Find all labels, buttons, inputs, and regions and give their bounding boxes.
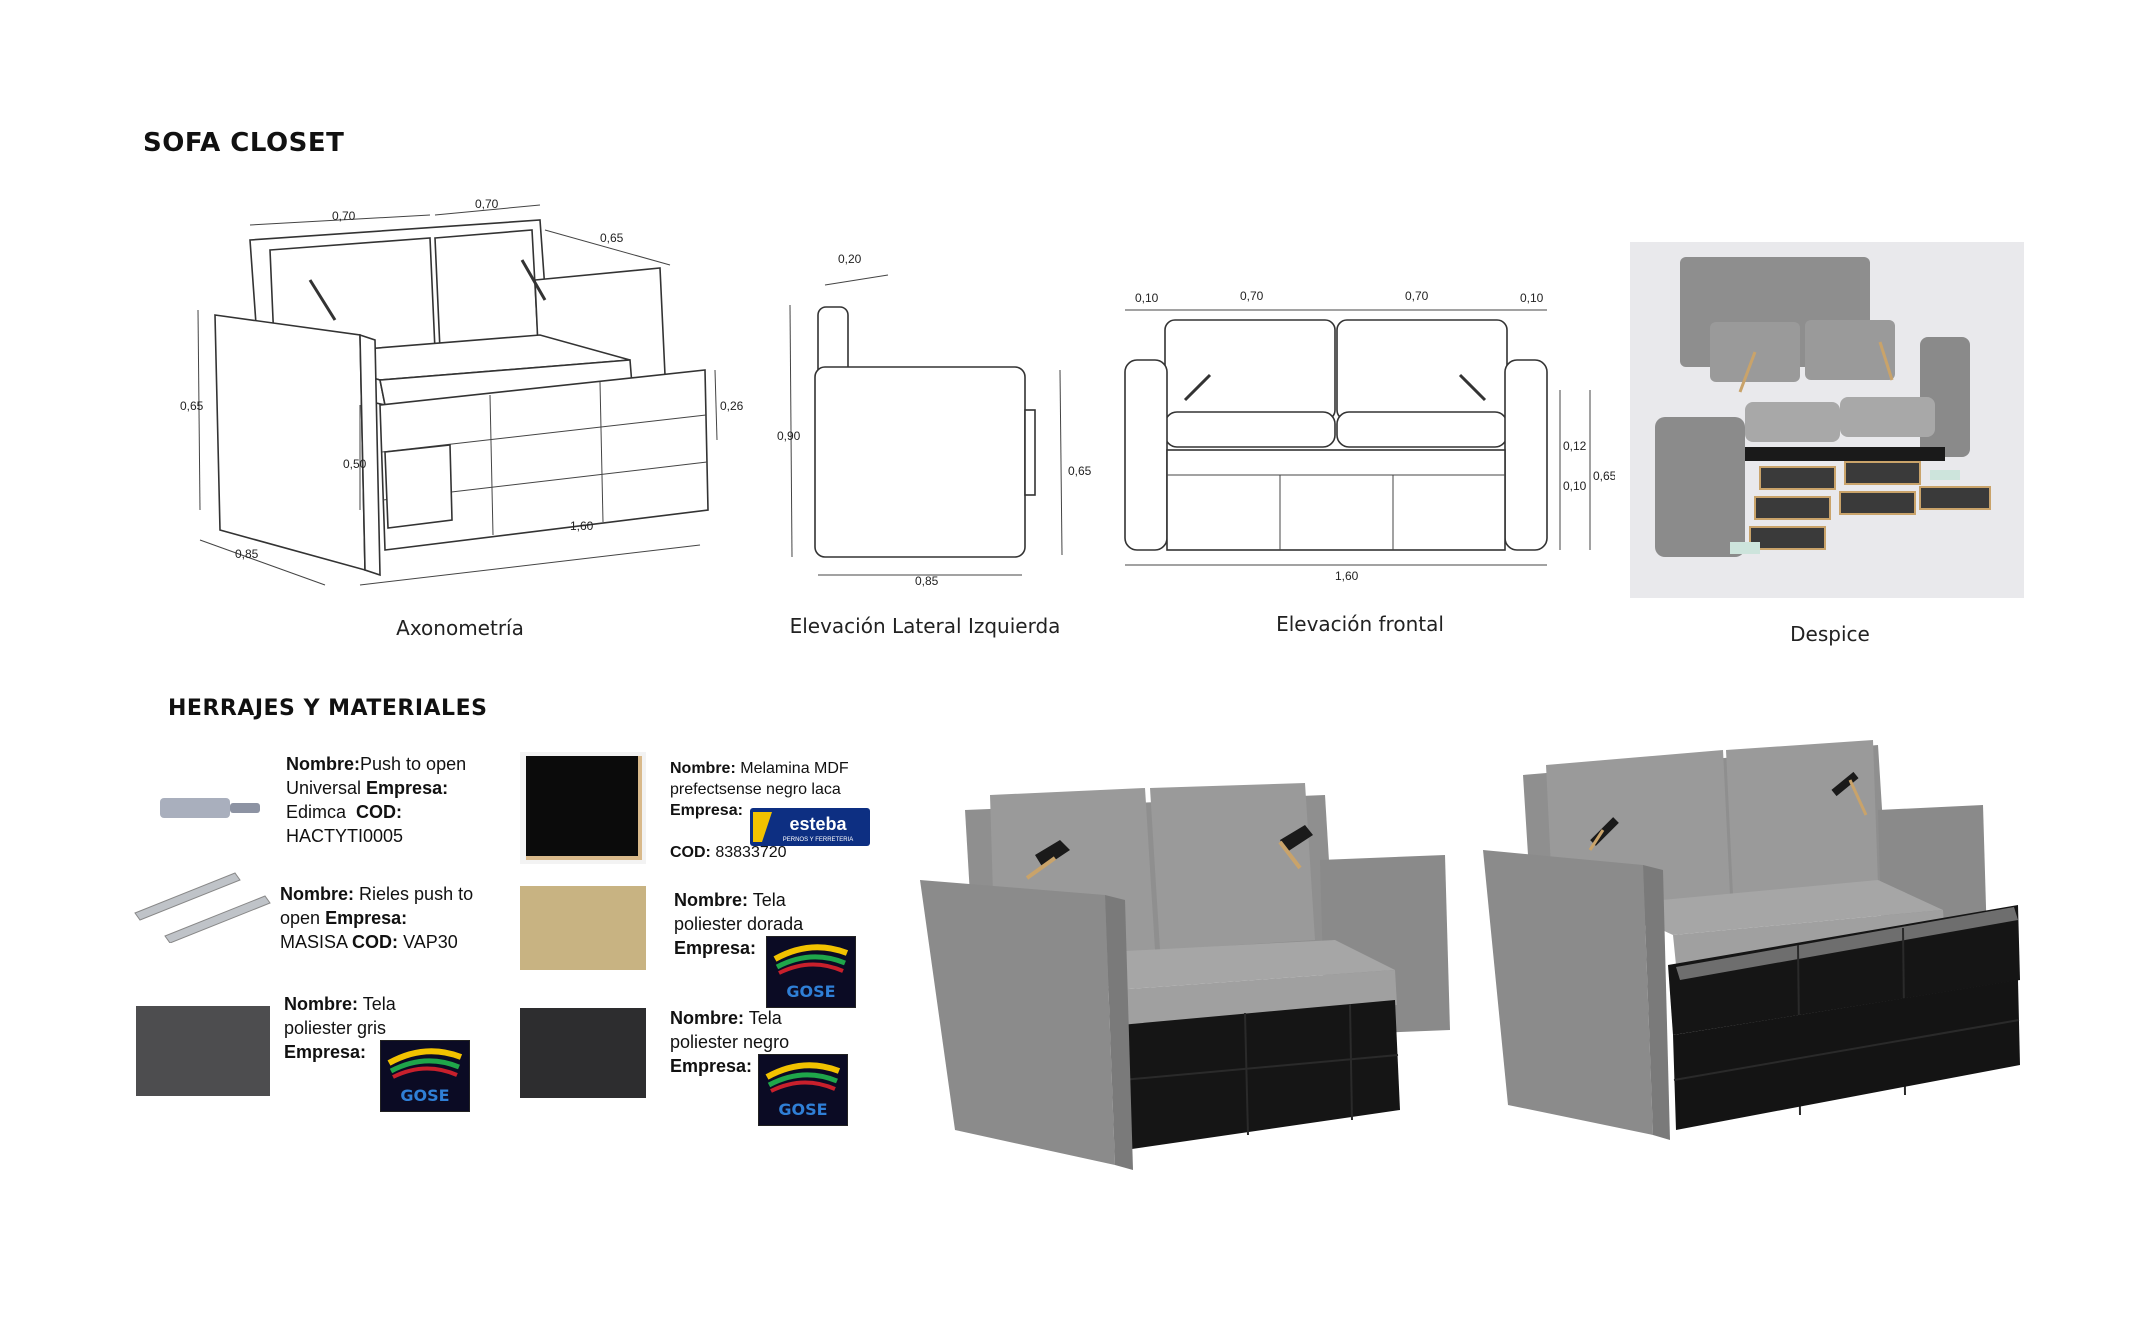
dim-010: 0,10 bbox=[1563, 479, 1587, 493]
gose-logo: GOSE bbox=[766, 936, 856, 1008]
sofa-render-open bbox=[1478, 735, 2038, 1155]
dim-height: 0,65 bbox=[1593, 469, 1615, 483]
melamine-board-image bbox=[520, 752, 646, 864]
dim-right-seat: 0,70 bbox=[1405, 289, 1429, 303]
front-elevation-drawing: 0,10 0,70 0,70 0,10 1,60 0,12 0,10 0,65 bbox=[1124, 289, 1615, 583]
caption-axonometria: Axonometría bbox=[396, 616, 524, 640]
dim-width-left: 0,70 bbox=[332, 209, 356, 223]
dim-left-arm: 0,10 bbox=[1135, 291, 1159, 305]
section-title-herrajes: HERRAJES Y MATERIALES bbox=[168, 696, 488, 721]
material-rieles: Nombre: Rieles push to open Empresa: MAS… bbox=[280, 884, 474, 952]
svg-text:GOSE: GOSE bbox=[786, 982, 835, 1001]
svg-text:GOSE: GOSE bbox=[400, 1086, 449, 1105]
svg-text:GOSE: GOSE bbox=[778, 1100, 827, 1119]
svg-text:PERNOS Y FERRETERIA: PERNOS Y FERRETERIA bbox=[783, 837, 853, 843]
material-push-to-open: Nombre:Push to open Universal Empresa: E… bbox=[286, 754, 467, 846]
side-elevation-drawing: 0,20 0,90 0,65 0,85 bbox=[777, 252, 1092, 588]
material-tela-dorada: Nombre: Tela poliester dorada Empresa: bbox=[674, 890, 804, 958]
dim-depth: 0,85 bbox=[915, 574, 939, 588]
dim-height: 0,90 bbox=[777, 429, 801, 443]
material-tela-negro: Nombre: Tela poliester negro Empresa: bbox=[670, 1008, 790, 1076]
dim-right-arm: 0,10 bbox=[1520, 291, 1544, 305]
dim-arm: 0,65 bbox=[600, 231, 624, 245]
axonometric-drawing: 0,70 0,70 0,65 0,65 0,85 0,50 0,26 1,60 bbox=[180, 197, 744, 586]
material-tela-gris: Nombre: Tela poliester gris Empresa: bbox=[284, 994, 396, 1062]
dim-top: 0,20 bbox=[838, 252, 862, 266]
caption-frontal: Elevación frontal bbox=[1276, 612, 1444, 636]
material-melamina: Nombre: Melamina MDF prefectsense negro … bbox=[670, 760, 849, 861]
gose-logo: GOSE bbox=[758, 1054, 848, 1126]
sofa-render-closed bbox=[915, 780, 1460, 1180]
caption-lateral: Elevación Lateral Izquierda bbox=[789, 614, 1061, 638]
caption-despice: Despice bbox=[1790, 622, 1870, 646]
dim-length: 1,60 bbox=[570, 519, 594, 533]
dim-seat-height: 0,65 bbox=[1068, 464, 1092, 478]
dim-width-right: 0,70 bbox=[475, 197, 499, 211]
exploded-view-image bbox=[1630, 242, 2024, 598]
dim-012: 0,12 bbox=[1563, 439, 1587, 453]
dim-left-seat: 0,70 bbox=[1240, 289, 1264, 303]
svg-text:esteba: esteba bbox=[789, 814, 847, 834]
dim-height: 0,65 bbox=[180, 399, 204, 413]
drawer-slides-image bbox=[134, 872, 271, 943]
dim-length: 1,60 bbox=[1335, 569, 1359, 583]
dim-depth: 0,85 bbox=[235, 547, 259, 561]
dim-drawer: 0,26 bbox=[720, 399, 744, 413]
gose-logo: GOSE bbox=[380, 1040, 470, 1112]
dim-inner: 0,50 bbox=[343, 457, 367, 471]
gold-fabric-swatch bbox=[520, 886, 646, 970]
black-fabric-swatch bbox=[520, 1008, 646, 1098]
page-title: SOFA CLOSET bbox=[143, 128, 345, 158]
gray-fabric-swatch bbox=[136, 1006, 270, 1096]
push-latch-image bbox=[160, 798, 260, 818]
esteba-logo: esteba PERNOS Y FERRETERIA bbox=[750, 808, 870, 846]
